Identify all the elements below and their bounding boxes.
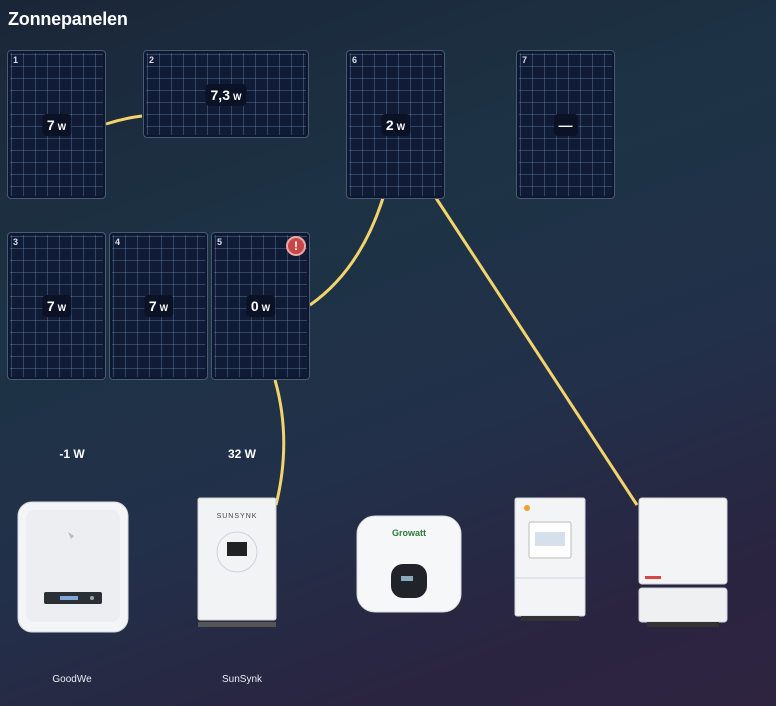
wire-6-5 [309,197,385,307]
panel-number: 1 [13,55,19,65]
wire-6-solaredge [434,197,639,506]
wire-1-2 [105,114,143,126]
sunsynk-brand: SUNSYNK [217,513,258,520]
panel-number: 4 [115,237,121,247]
panel-number: 6 [352,55,358,65]
solis-inverter-icon[interactable] [513,496,587,622]
goodwe-inverter-icon[interactable] [16,500,130,634]
page-title: Zonnepanelen [8,9,128,29]
growatt-brand: Growatt [392,528,426,538]
sunsynk-inverter-icon[interactable]: SUNSYNK [196,496,278,628]
inverter-power-goodwe: -1 W [59,447,85,461]
solar-panel-7[interactable]: 7 — [516,50,615,199]
solaredge-inverter-icon[interactable] [637,496,729,630]
inverter-name-sunsynk: SunSynk [221,674,263,685]
inverter-power-sunsynk: 32 W [227,447,257,461]
panel-number: 5 [217,237,223,247]
panel-power: — [553,113,578,136]
alert-icon[interactable]: ! [286,236,306,256]
panel-number: 2 [149,55,155,65]
panel-number: 7 [522,55,528,65]
panel-number: 3 [13,237,19,247]
wire-5-sunsynk [273,379,286,506]
growatt-inverter-icon[interactable]: Growatt [355,514,463,614]
inverter-name-goodwe: GoodWe [52,674,92,685]
